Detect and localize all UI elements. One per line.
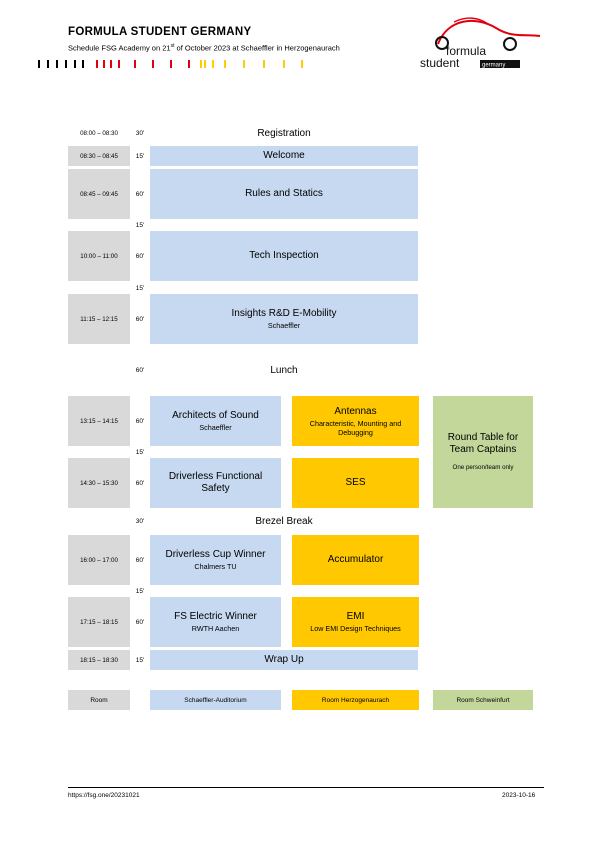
session-registration: Registration (257, 127, 311, 139)
session-lunch: Lunch (270, 364, 298, 376)
break-duration: 15' (135, 587, 145, 595)
session-insights-rd-emobility: Insights R&D E-Mobility Schaeffler (150, 294, 418, 344)
duration-tech-inspection: 60' (135, 252, 145, 260)
session-tech-inspection: Tech Inspection (150, 231, 418, 281)
session-emi: EMI Low EMI Design Techniques (292, 597, 419, 647)
formula-student-germany-logo: formula student germany (420, 17, 541, 70)
duration-slot-3: 60' (135, 556, 145, 564)
session-driverless-cup-winner: Driverless Cup Winner Chalmers TU (150, 535, 281, 585)
svg-text:formula: formula (446, 44, 486, 58)
session-welcome: Welcome (150, 146, 418, 166)
duration-wrap-up: 15' (135, 656, 145, 664)
session-architects-of-sound: Architects of Sound Schaeffler (150, 396, 281, 446)
footer-date: 2023-10-16 (502, 792, 536, 799)
duration-registration: 30' (135, 129, 145, 137)
time-slot-4: 17:15 – 18:15 (68, 597, 130, 647)
session-round-table-team-captains: Round Table for Team Captains One person… (433, 396, 533, 508)
duration-lunch: 60' (135, 366, 145, 374)
footer-url[interactable]: https://fsg.one/20231021 (68, 792, 140, 799)
duration-insights: 60' (135, 315, 145, 323)
session-fs-electric-winner: FS Electric Winner RWTH Aachen (150, 597, 281, 647)
time-rules: 08:45 – 09:45 (68, 169, 130, 219)
footer-divider (68, 787, 544, 788)
legend-schaeffler-auditorium: Schaeffler-Auditorium (150, 690, 281, 710)
legend-room-schweinfurt: Room Schweinfurt (433, 690, 533, 710)
break-duration: 15' (135, 448, 145, 456)
time-welcome: 08:30 – 08:45 (68, 146, 130, 166)
duration-slot-1: 60' (135, 417, 145, 425)
duration-slot-4: 60' (135, 618, 145, 626)
time-tech-inspection: 10:00 – 11:00 (68, 231, 130, 281)
session-ses: SES (292, 458, 419, 508)
time-slot-3: 16:00 – 17:00 (68, 535, 130, 585)
org-title: FORMULA STUDENT GERMANY (68, 26, 252, 38)
time-slot-2: 14:30 – 15:30 (68, 458, 130, 508)
session-rules-and-statics: Rules and Statics (150, 169, 418, 219)
time-insights: 11:15 – 12:15 (68, 294, 130, 344)
session-brezel-break: Brezel Break (255, 515, 313, 527)
duration-rules: 60' (135, 190, 145, 198)
break-duration: 15' (135, 284, 145, 292)
legend-room: Room (68, 690, 130, 710)
duration-welcome: 15' (135, 152, 145, 160)
legend-room-herzogenaurach: Room Herzogenaurach (292, 690, 419, 710)
time-registration: 08:00 – 08:30 (80, 129, 118, 137)
svg-text:student: student (420, 56, 460, 70)
german-flag-stripes (38, 60, 303, 68)
session-driverless-functional-safety: Driverless Functional Safety (150, 458, 281, 508)
time-wrap-up: 18:15 – 18:30 (68, 650, 130, 670)
session-wrap-up: Wrap Up (150, 650, 418, 670)
break-duration: 15' (135, 221, 145, 229)
svg-text:germany: germany (482, 63, 505, 69)
time-slot-1: 13:15 – 14:15 (68, 396, 130, 446)
duration-slot-2: 60' (135, 479, 145, 487)
schedule-subtitle: Schedule FSG Academy on 21st of October … (68, 43, 340, 53)
session-accumulator: Accumulator (292, 535, 419, 585)
duration-brezel-break: 30' (135, 517, 145, 525)
session-antennas: Antennas Characteristic, Mounting and De… (292, 396, 419, 446)
